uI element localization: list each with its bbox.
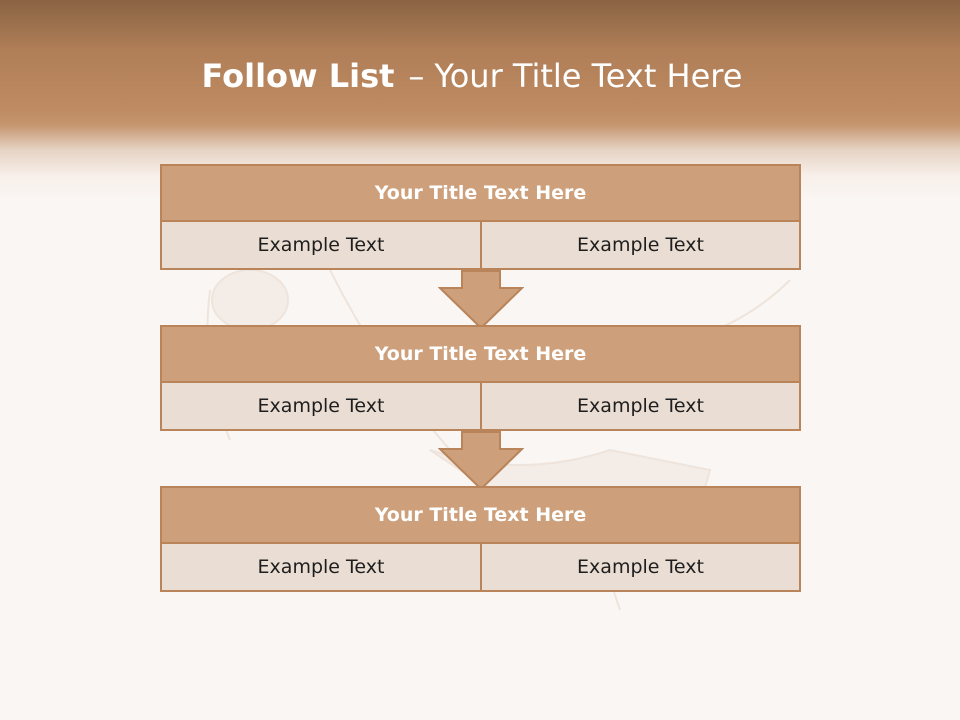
slide-title-rest: Your Title Text Here <box>434 57 743 95</box>
block-cell-left: Example Text <box>160 220 482 270</box>
block-title: Your Title Text Here <box>160 164 801 222</box>
flow-block-2: Your Title Text Here Example Text Exampl… <box>160 325 801 433</box>
down-arrow-icon <box>438 270 524 330</box>
flow-block-1: Your Title Text Here Example Text Exampl… <box>160 164 801 272</box>
slide-title: Follow List–Your Title Text Here <box>0 55 944 97</box>
down-arrow-icon <box>438 431 524 491</box>
slide-title-bold: Follow List <box>201 57 395 95</box>
block-cell-right: Example Text <box>480 220 801 270</box>
block-cell-left: Example Text <box>160 542 482 592</box>
block-cell-right: Example Text <box>480 381 801 431</box>
block-cell-right: Example Text <box>480 542 801 592</box>
block-title: Your Title Text Here <box>160 325 801 383</box>
slide-title-separator: – <box>408 57 425 95</box>
flow-block-3: Your Title Text Here Example Text Exampl… <box>160 486 801 594</box>
block-cell-left: Example Text <box>160 381 482 431</box>
block-title: Your Title Text Here <box>160 486 801 544</box>
